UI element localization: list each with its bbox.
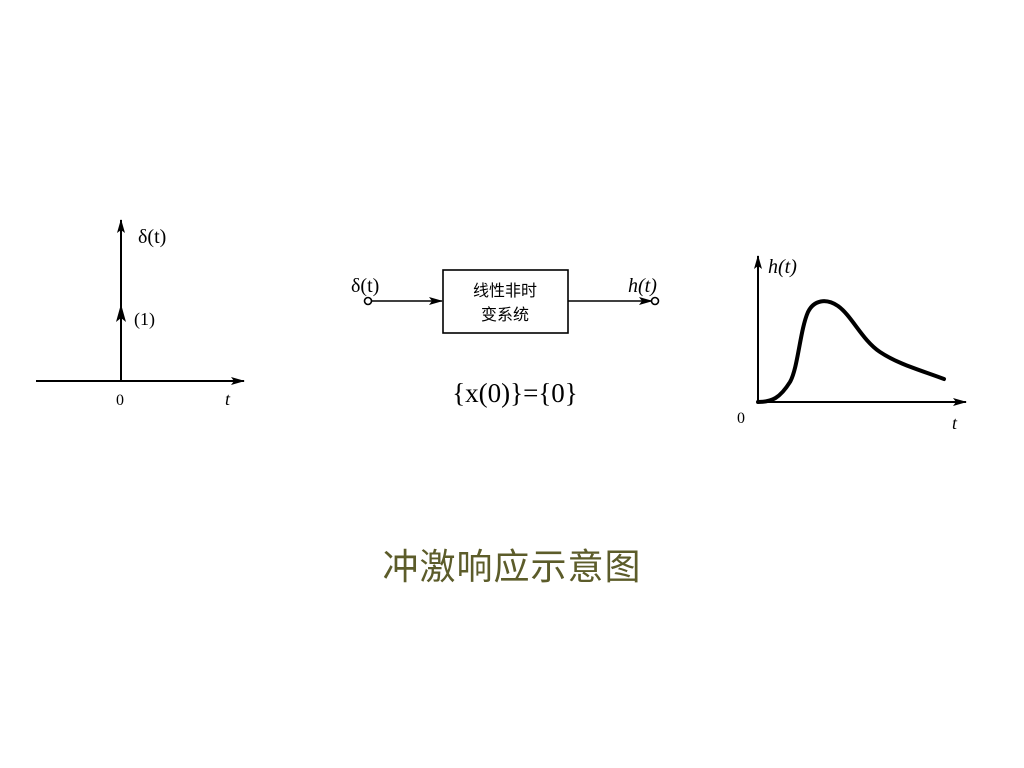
diagram-caption: 冲激响应示意图 xyxy=(382,547,642,588)
impulse-arrow xyxy=(116,304,126,322)
system-box xyxy=(442,269,569,334)
system-output-label: h(t) xyxy=(628,275,657,297)
output-terminal xyxy=(650,296,660,306)
input-terminal xyxy=(363,296,373,306)
impulse-origin-label: 0 xyxy=(116,392,124,409)
response-curve xyxy=(756,299,946,404)
system-input-label: δ(t) xyxy=(351,275,379,297)
impulse-strength-label: (1) xyxy=(134,309,155,330)
impulse-x-label: t xyxy=(225,389,231,409)
impulse-input-plot: δ(t) (1) 0 t xyxy=(36,219,245,409)
impulse-y-label: δ(t) xyxy=(138,226,166,248)
initial-condition: {x(0)}={0} xyxy=(452,378,578,408)
response-y-label: h(t) xyxy=(768,256,797,278)
response-x-label: t xyxy=(952,413,958,433)
response-origin-label: 0 xyxy=(737,410,745,427)
system-box-line1: 线性非时 xyxy=(473,281,537,300)
system-box-line2: 变系统 xyxy=(481,305,529,324)
impulse-response-plot: h(t) 0 t xyxy=(737,255,967,433)
system-block-diagram: δ(t) 线性非时 变系统 h(t) xyxy=(351,269,660,334)
